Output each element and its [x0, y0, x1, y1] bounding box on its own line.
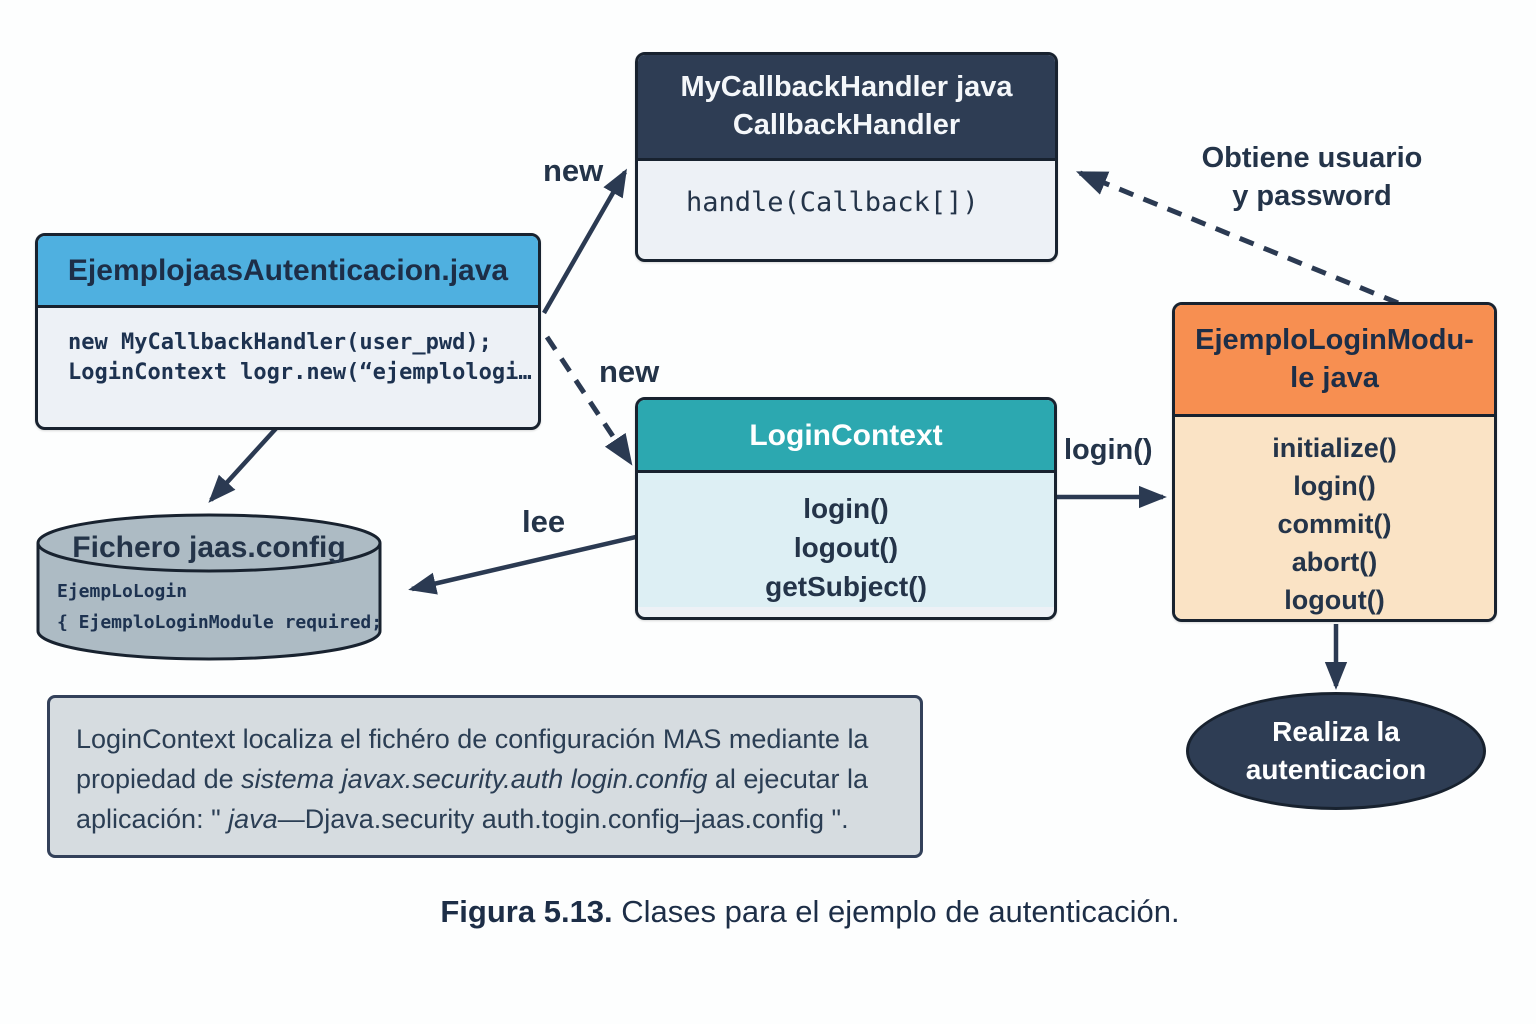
edge-label-new-mid: new: [599, 354, 660, 389]
class-header: LoginContext: [638, 400, 1054, 473]
class-title-line1: MyCallbackHandler java: [680, 70, 1013, 103]
method-item: login(): [1293, 471, 1376, 502]
code-line: EjempLoLogin: [57, 581, 188, 602]
edge-label-new-top: new: [543, 153, 604, 188]
class-box-loginmodule: EjemploLoginModu- le java initialize() l…: [1172, 302, 1497, 622]
note-text: al ejecutar la aplicación: ": [76, 763, 868, 834]
method-item: logout(): [1284, 585, 1385, 616]
class-body: initialize() login() commit() abort() lo…: [1175, 417, 1494, 619]
method-item: initialize(): [1272, 433, 1397, 463]
figure-caption: Figura 5.13. Clases para el ejemplo de a…: [84, 894, 1536, 930]
class-body: login() logout() getSubject(): [638, 473, 1054, 607]
class-title: LoginContext: [749, 418, 943, 452]
class-box-logincontext: LoginContext login() logout() getSubject…: [635, 397, 1057, 620]
cylinder-shape: [36, 513, 382, 661]
arrow-lee: [408, 534, 637, 595]
method-item: login(): [803, 493, 889, 524]
note-text-italic: sistema javax.security.auth login.config: [241, 763, 708, 794]
class-title-line2: le java: [1290, 361, 1379, 394]
class-box-ejemplojaas: EjemplojaasAutenticacion.java new MyCall…: [35, 233, 541, 430]
class-header: EjemplojaasAutenticacion.java: [38, 236, 538, 308]
note-text: LoginContext localiza el fichéro de conf…: [76, 724, 869, 794]
class-title-line1: EjemploLoginModu-: [1195, 323, 1474, 356]
method-item: logout(): [793, 532, 899, 564]
edge-label-login-call: login(): [1064, 434, 1153, 466]
edge-label-obtiene-line2: y password: [1232, 179, 1392, 212]
method-handle: handle(Callback[]): [686, 187, 979, 218]
edge-label-obtiene: Obtiene usuario y password: [1188, 140, 1436, 215]
method-item: abort(): [1291, 547, 1378, 578]
class-box-mycallbackhandler: MyCallbackHandler java CallbackHandler h…: [635, 52, 1058, 262]
code-line: LoginContext logr.new(“ejemplologi…: [68, 360, 532, 386]
terminator-realiza-autenticacion: Realiza la autenticacion: [1186, 692, 1486, 810]
class-title: EjemplojaasAutenticacion.java: [67, 254, 509, 287]
datastore-title: Fichero jaas.config: [72, 531, 346, 564]
terminator-line2: autenticacion: [1245, 754, 1427, 785]
note-box: LoginContext localiza el fichéro de conf…: [47, 695, 923, 858]
terminator-line1: Realiza la: [1272, 716, 1400, 748]
class-header: MyCallbackHandler java CallbackHandler: [638, 55, 1055, 161]
class-header: EjemploLoginModu- le java: [1175, 305, 1494, 417]
edge-label-obtiene-line1: Obtiene usuario: [1201, 142, 1423, 174]
class-body: new MyCallbackHandler(user_pwd); LoginCo…: [38, 308, 538, 389]
method-item: commit(): [1277, 509, 1392, 540]
arrow-new-callback: [542, 168, 627, 315]
figure-caption-text: Clases para el ejemplo de autenticación.: [612, 894, 1180, 929]
datastore-content: EjempLoLogin { EjemploLoginModule requir…: [57, 577, 382, 638]
note-text-italic: java: [228, 803, 278, 834]
edge-label-lee: lee: [522, 504, 566, 539]
code-line: { EjemploLoginModule required;: [57, 611, 383, 633]
note-text: —Djava.security auth.togin.config–jaas.c…: [277, 803, 849, 834]
class-body: handle(Callback[]): [638, 161, 1055, 218]
datastore-jaas-config: Fichero jaas.config EjempLoLogin { Ejemp…: [35, 513, 383, 665]
figure-caption-number: Figura 5.13.: [440, 894, 613, 929]
class-title-line2: CallbackHandler: [732, 108, 961, 141]
code-line: new MyCallbackHandler(user_pwd);: [68, 330, 492, 355]
method-item: getSubject(): [765, 571, 927, 603]
